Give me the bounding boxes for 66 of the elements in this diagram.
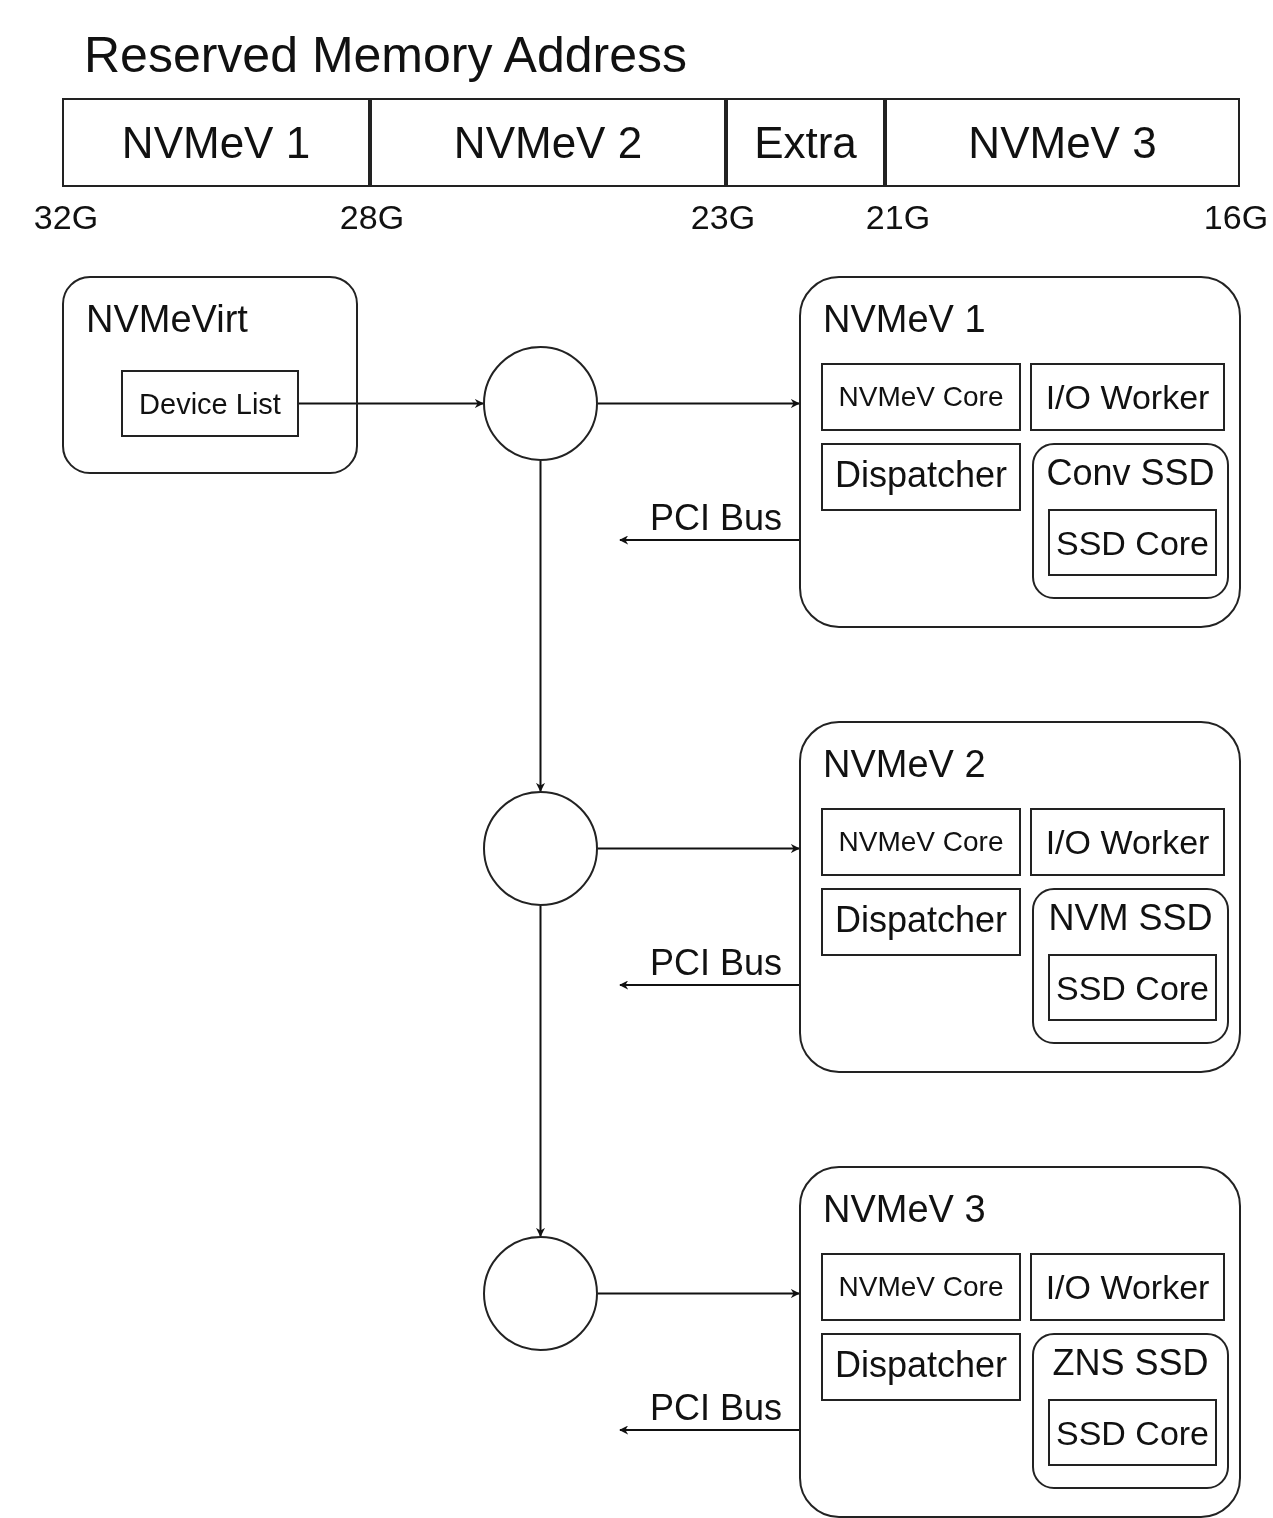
ssd-box xyxy=(1032,1333,1229,1489)
arrow xyxy=(619,1425,800,1435)
component-box xyxy=(1048,954,1217,1021)
component-box xyxy=(121,370,299,437)
component-box xyxy=(821,1333,1021,1401)
component-box xyxy=(821,363,1021,431)
box-label: Extra xyxy=(754,120,857,165)
junction-circle xyxy=(483,1236,598,1351)
component-box xyxy=(821,443,1021,511)
junction-circle xyxy=(483,346,598,461)
address-label: 23G xyxy=(690,200,756,234)
box-label: NVMeV Core xyxy=(838,1273,1004,1301)
box-label: Device List xyxy=(139,389,281,418)
diagram-title: Reserved Memory Address xyxy=(84,30,687,80)
box-label: I/O Worker xyxy=(1045,380,1210,414)
memory-segment xyxy=(885,98,1240,187)
memory-segment xyxy=(62,98,370,187)
arrow xyxy=(597,1289,800,1298)
ssd-box xyxy=(1032,888,1229,1044)
arrow xyxy=(597,844,800,853)
component-box xyxy=(821,808,1021,876)
arrow xyxy=(536,460,545,792)
device-box xyxy=(799,721,1241,1073)
box-label: I/O Worker xyxy=(1045,825,1210,859)
component-box xyxy=(1048,509,1217,576)
memory-segment xyxy=(726,98,885,187)
component-box xyxy=(1048,1399,1217,1466)
box-label: I/O Worker xyxy=(1045,1270,1210,1304)
box-label: SSD Core xyxy=(1055,525,1210,560)
box-label: Dispatcher xyxy=(834,457,1008,493)
arrow xyxy=(619,535,800,545)
address-label: 21G xyxy=(865,200,931,234)
box-label: Dispatcher xyxy=(834,902,1008,938)
box-title: ZNS SSD xyxy=(1052,1345,1209,1381)
box-label: NVMeV Core xyxy=(838,828,1004,856)
device-box xyxy=(799,1166,1241,1518)
box-title: Conv SSD xyxy=(1046,455,1215,491)
box-title: NVMeV 1 xyxy=(823,300,986,338)
component-box xyxy=(821,888,1021,956)
arrow xyxy=(619,980,800,990)
address-label: 32G xyxy=(33,200,99,234)
arrow xyxy=(597,399,800,408)
box-label: SSD Core xyxy=(1055,970,1210,1005)
box-title: NVM SSD xyxy=(1048,900,1213,936)
memory-segment xyxy=(370,98,726,187)
address-label: 16G xyxy=(1203,200,1269,234)
junction-circle xyxy=(483,791,598,906)
box-label: NVMeV 1 xyxy=(121,120,311,165)
component-box xyxy=(1030,808,1225,876)
module-box xyxy=(62,276,358,474)
address-label: 28G xyxy=(339,200,405,234)
box-label: NVMeV 2 xyxy=(453,120,643,165)
box-title: NVMeV 3 xyxy=(823,1190,986,1228)
box-label: NVMeV Core xyxy=(838,383,1004,411)
ssd-box xyxy=(1032,443,1229,599)
component-box xyxy=(1030,1253,1225,1321)
arrow xyxy=(298,399,484,408)
box-label: Dispatcher xyxy=(834,1347,1008,1383)
box-title: NVMeV 2 xyxy=(823,745,986,783)
box-label: SSD Core xyxy=(1055,1415,1210,1450)
device-box xyxy=(799,276,1241,628)
box-title: NVMeVirt xyxy=(86,300,248,338)
arrow xyxy=(536,905,545,1237)
component-box xyxy=(1030,363,1225,431)
component-box xyxy=(821,1253,1021,1321)
box-label: NVMeV 3 xyxy=(968,120,1157,165)
